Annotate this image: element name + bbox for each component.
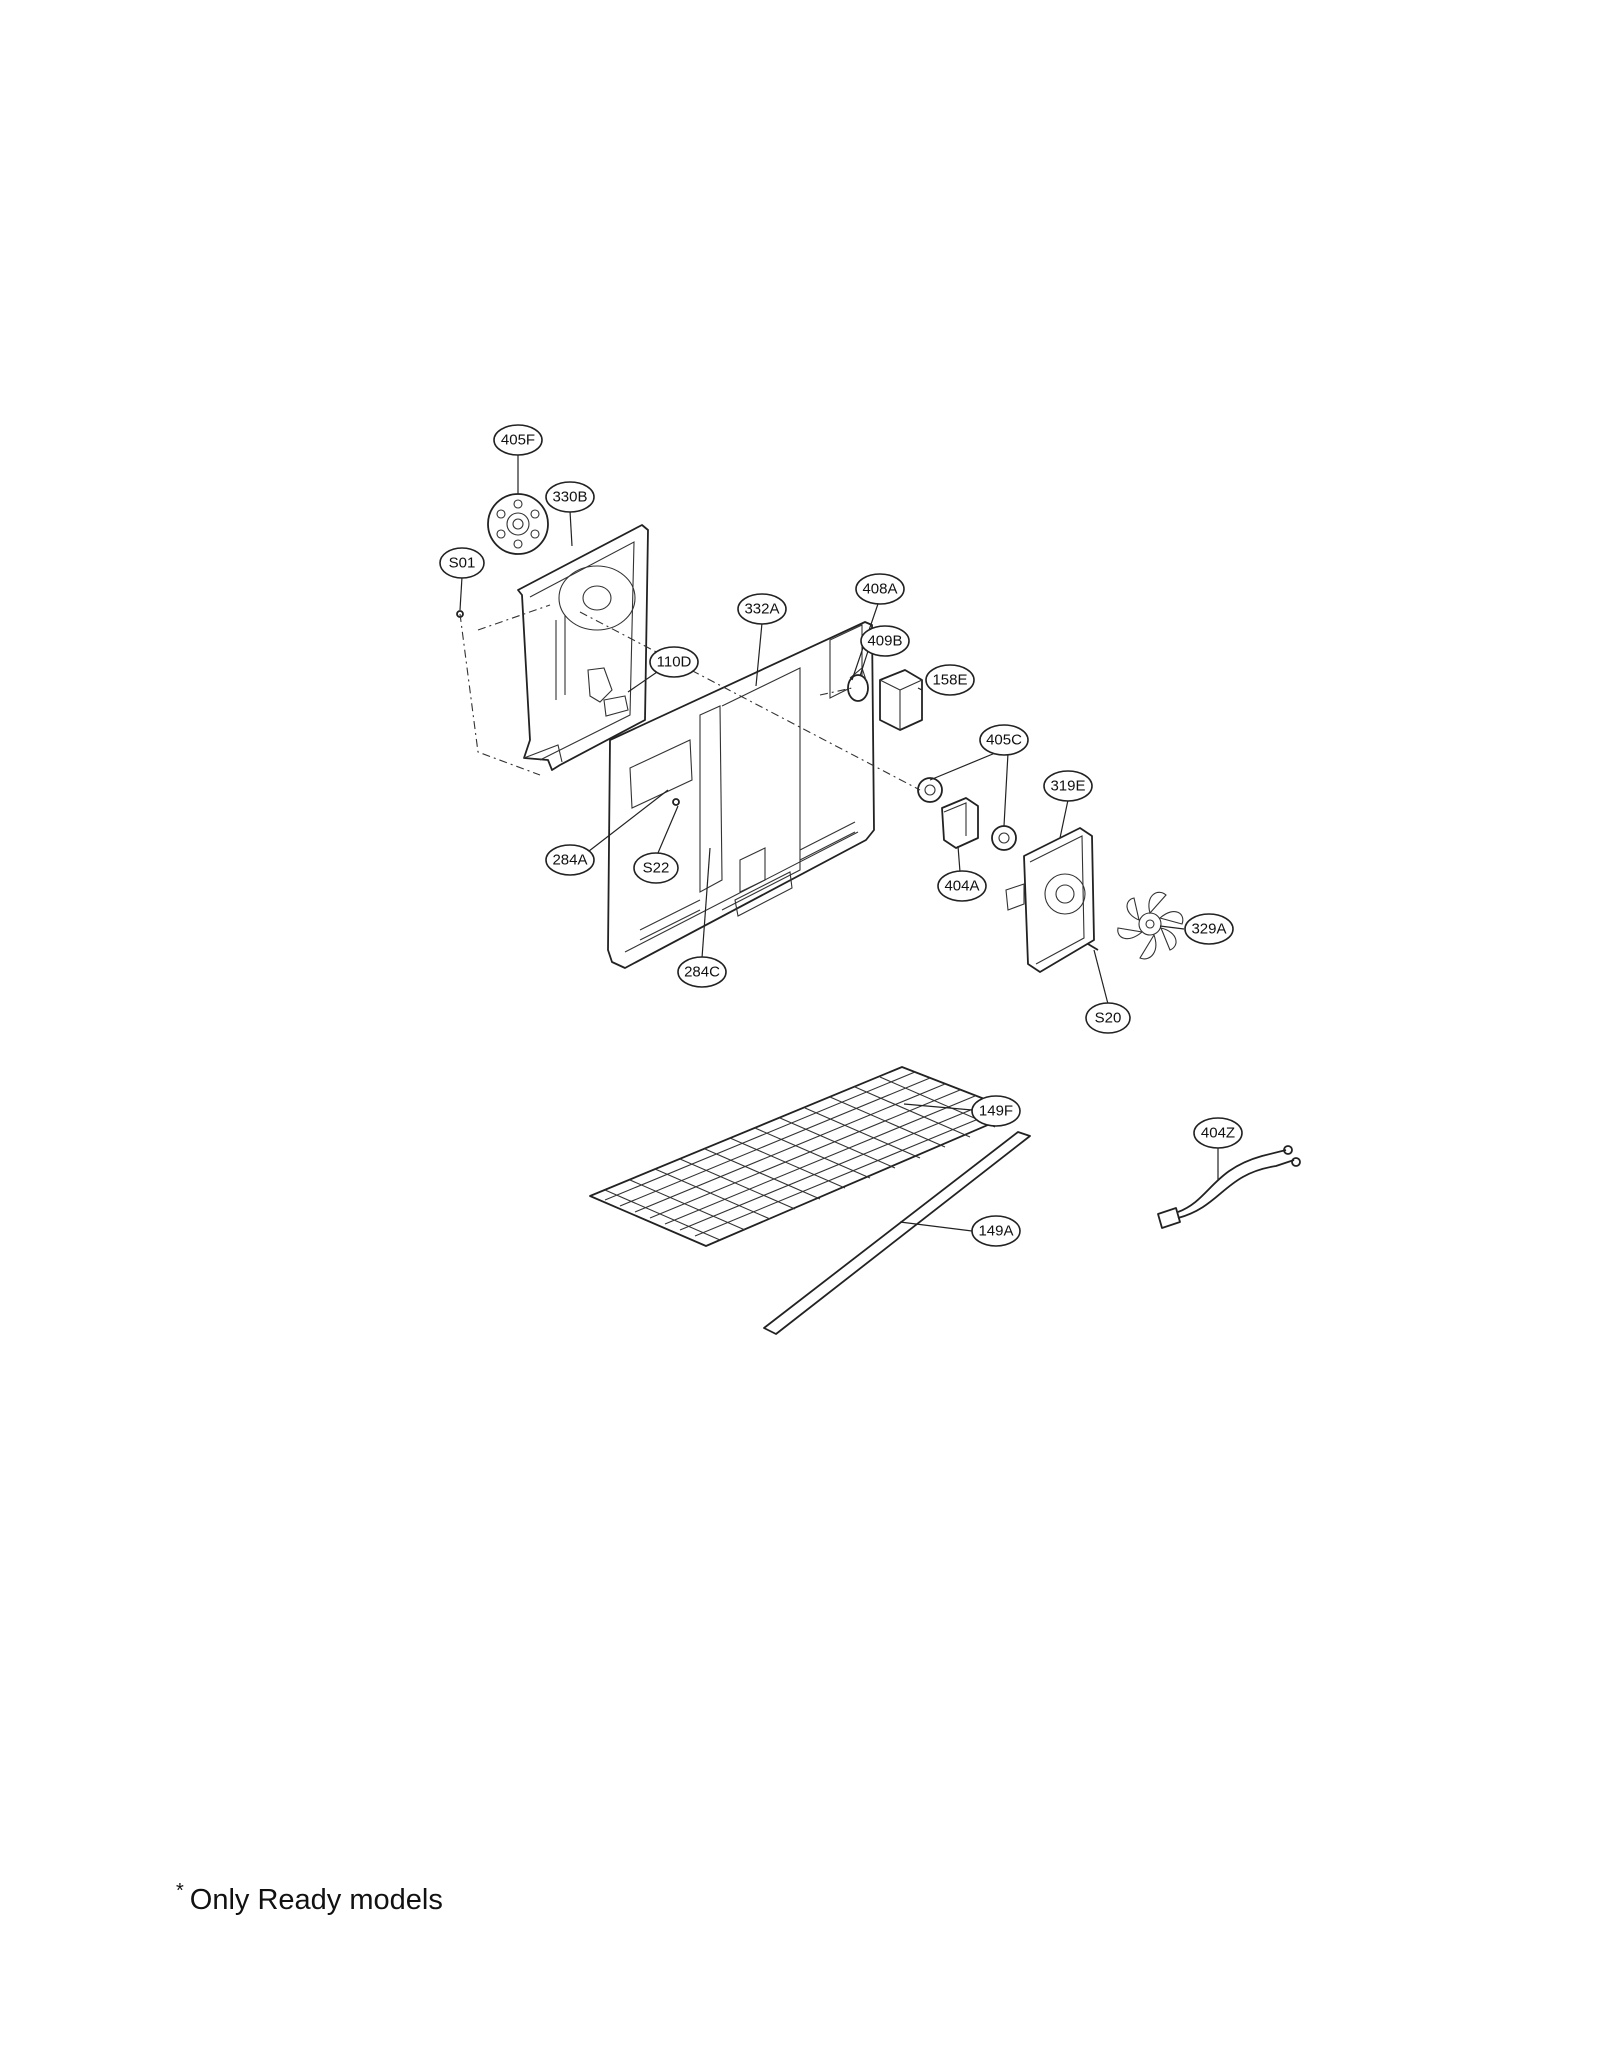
alignment-lines [459, 604, 921, 791]
callout-label: 284A [552, 852, 587, 869]
part-329A-fan-blade [1117, 891, 1184, 960]
callout-284C: 284C [677, 956, 727, 988]
part-332A-cover [607, 621, 875, 969]
callout-S22: S22 [633, 852, 679, 884]
callout-label: 319E [1050, 778, 1085, 795]
part-319E-fan-housing [1005, 827, 1095, 973]
callout-label: 405C [986, 732, 1022, 749]
footnote: *Only Ready models [176, 1880, 443, 1917]
callout-label: 404A [944, 878, 979, 895]
callout-label: 284C [684, 964, 720, 981]
callout-149F: 149F [971, 1095, 1021, 1127]
callout-label: 332A [744, 601, 779, 618]
callout-S01: S01 [439, 547, 485, 579]
part-405C-gear-left [917, 777, 943, 803]
screw-S20 [1087, 943, 1099, 951]
callout-110D: 110D [649, 646, 699, 678]
callout-label: S22 [643, 860, 670, 877]
callout-404A: 404A [937, 870, 987, 902]
part-149F-wire-shelf [589, 1066, 1019, 1247]
callout-405F: 405F [493, 424, 543, 456]
callout-158E: 158E [925, 664, 975, 696]
callout-label: 404Z [1201, 1125, 1235, 1142]
callout-408A: 408A [855, 573, 905, 605]
callout-label: 330B [552, 489, 587, 506]
callout-label: S01 [449, 555, 476, 572]
callout-label: 149A [978, 1223, 1013, 1240]
callout-405C: 405C [979, 724, 1029, 756]
part-404Z-harness [1157, 1145, 1301, 1229]
callout-329A: 329A [1184, 913, 1234, 945]
callout-149A: 149A [971, 1215, 1021, 1247]
callout-label: S20 [1095, 1010, 1122, 1027]
footnote-marker: * [176, 1880, 184, 1902]
callout-S20: S20 [1085, 1002, 1131, 1034]
callout-label: 405F [501, 432, 535, 449]
callout-404Z: 404Z [1193, 1117, 1243, 1149]
callout-label: 408A [862, 581, 897, 598]
callout-label: 110D [657, 654, 692, 671]
part-409B-lamp [847, 667, 869, 702]
callout-label: 158E [932, 672, 967, 689]
screw-S22 [672, 798, 680, 806]
callout-409B: 409B [860, 625, 910, 657]
callout-332A: 332A [737, 593, 787, 625]
callout-319E: 319E [1043, 770, 1093, 802]
callout-330B: 330B [545, 481, 595, 513]
callout-284A: 284A [545, 844, 595, 876]
part-405C-gear-right [991, 825, 1017, 851]
part-330B-bracket [517, 524, 649, 771]
callout-label: 409B [867, 633, 902, 650]
footnote-text: Only Ready models [189, 1884, 443, 1916]
callout-label: 149F [979, 1103, 1013, 1120]
part-158E-cube [879, 669, 923, 731]
callout-label: 329A [1191, 921, 1226, 938]
part-405F-disc [487, 493, 549, 555]
part-404A-motor [941, 797, 979, 849]
part-149A-shelf-trim [763, 1131, 1031, 1335]
